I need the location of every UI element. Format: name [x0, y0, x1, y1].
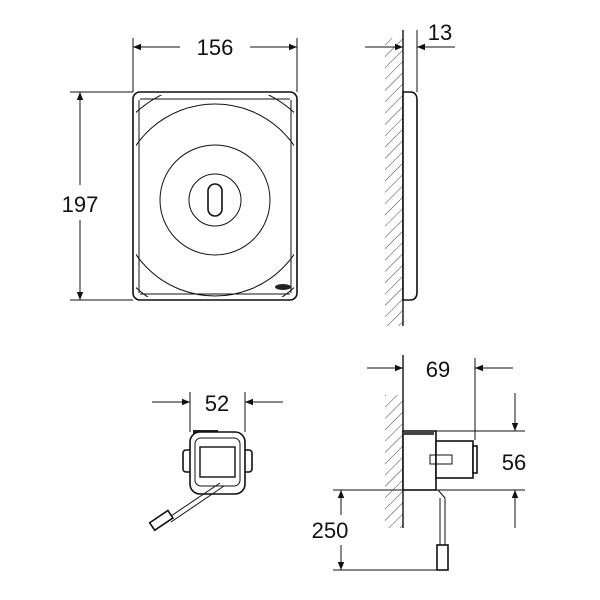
- module-front-view: 52: [148, 391, 283, 532]
- module-side-view: 69 56 250: [312, 355, 526, 571]
- plate-side-profile: [402, 91, 418, 301]
- depth-dimension-13: 13: [428, 20, 452, 45]
- wall-hatch: [385, 38, 403, 326]
- depth-dimension-69: 69: [426, 357, 450, 382]
- height-dimension-197: 197: [62, 192, 99, 217]
- cable-length-dimension-250: 250: [312, 518, 349, 543]
- height-dimension-56: 56: [502, 450, 526, 475]
- width-dimension-52: 52: [205, 391, 229, 416]
- front-view: 156 197: [62, 35, 298, 301]
- sensor-window: [207, 183, 223, 217]
- flush-plate: [132, 91, 298, 301]
- side-view: 13: [365, 20, 455, 326]
- logo-mark: [275, 284, 291, 290]
- width-dimension-156: 156: [197, 35, 234, 60]
